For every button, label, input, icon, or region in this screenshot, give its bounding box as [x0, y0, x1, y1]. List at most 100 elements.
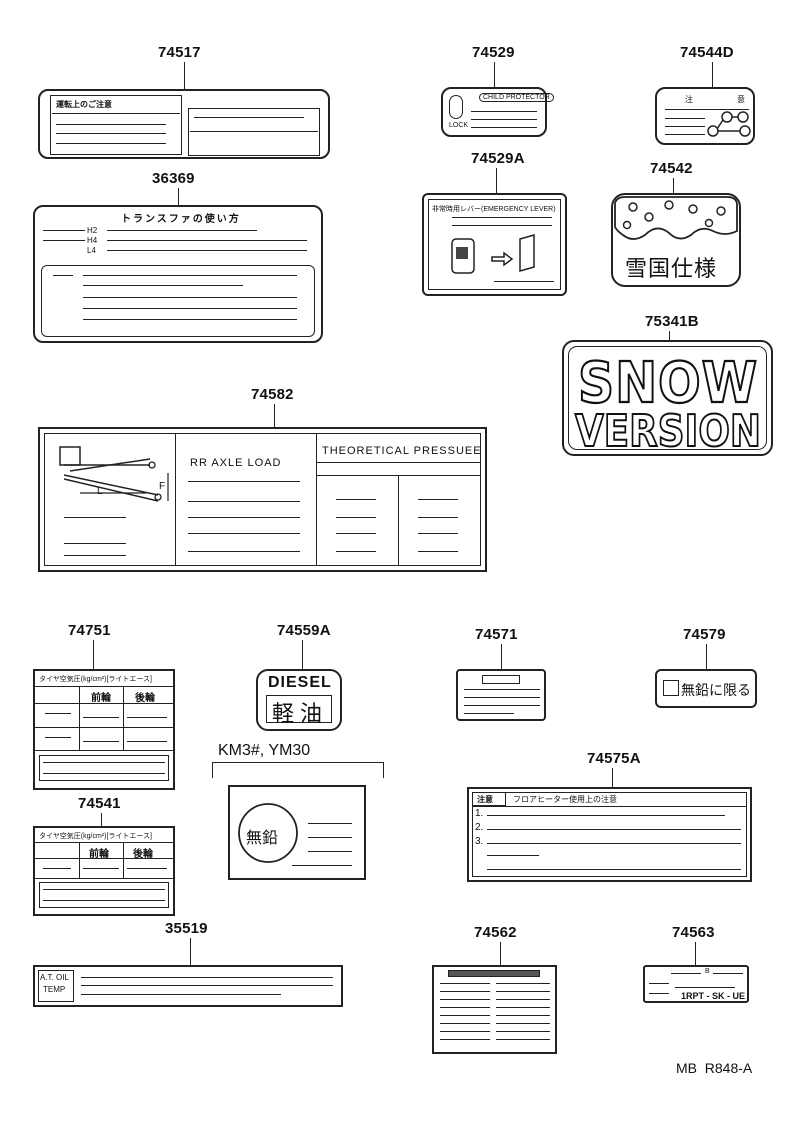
- label-36369: トランスファの使い方 H2 H4 L4: [33, 205, 323, 343]
- label-74517-title: 運転上のご注意: [56, 100, 112, 109]
- label-74563-b: 1RPT - SK - UE: [681, 991, 746, 1001]
- text-line: [45, 713, 71, 714]
- label-74541-title: タイヤ空気圧(kg/cm²)[ライトエース]: [39, 833, 152, 840]
- label-74579-text: 無鉛に限る: [681, 683, 751, 699]
- leader-line: [673, 178, 674, 194]
- text-line: [83, 868, 119, 869]
- text-line: [43, 230, 85, 231]
- label-74575A-n3: 3.: [475, 836, 484, 847]
- text-line: [81, 985, 333, 986]
- text-line: [487, 829, 741, 830]
- part-number-74571: 74571: [475, 626, 518, 643]
- divider: [472, 806, 747, 807]
- unleaded-circle-icon: [238, 803, 298, 863]
- label-35519-tag1: A.T. OIL: [40, 973, 69, 982]
- label-74517: 運転上のご注意: [38, 89, 330, 159]
- part-number-74517: 74517: [158, 44, 201, 61]
- text-line: [64, 517, 126, 518]
- text-line: [496, 983, 550, 984]
- text-line: [336, 551, 376, 552]
- text-line: [675, 987, 735, 988]
- leader-line: [706, 644, 707, 670]
- label-74582-col2: THEORETICAL PRESSUEE: [322, 445, 482, 457]
- label-74751-footer: [39, 755, 169, 781]
- text-line: [188, 551, 300, 552]
- leader-line: [101, 813, 102, 827]
- text-line: [418, 499, 458, 500]
- leader-line: [669, 331, 670, 341]
- label-74575A-sub: フロアヒーター使用上の注意: [513, 795, 617, 804]
- text-line: [665, 118, 705, 119]
- label-36369-h4: H4: [87, 236, 98, 245]
- divider: [175, 433, 176, 566]
- label-74751-title: タイヤ空気圧(kg/cm²)[ライトエース]: [39, 676, 152, 683]
- snow-pattern-icon: [614, 196, 738, 240]
- part-number-35519: 35519: [165, 920, 208, 937]
- part-number-36369: 36369: [152, 170, 195, 187]
- label-km3: 無鉛: [228, 785, 366, 880]
- label-74575A-title-box: [472, 792, 506, 806]
- label-74751-c2: 後輪: [135, 693, 155, 704]
- text-line: [107, 240, 307, 241]
- text-line: [127, 741, 167, 742]
- divider: [79, 686, 80, 750]
- label-74529A-inner: [428, 199, 561, 290]
- text-line: [440, 1015, 490, 1016]
- leader-line: [695, 942, 696, 966]
- leader-line: [494, 62, 495, 88]
- label-74529: LOCK CHILD PROTECTOR: [441, 87, 554, 137]
- text-line: [64, 543, 126, 544]
- text-line: [496, 1007, 550, 1008]
- label-74541-c1: 前輪: [89, 849, 109, 860]
- text-line: [336, 517, 376, 518]
- text-line: [56, 143, 166, 144]
- label-75341B-inner: [568, 346, 767, 450]
- text-line: [440, 999, 490, 1000]
- text-line: [188, 517, 300, 518]
- text-line: [487, 843, 741, 844]
- label-74751-c1: 前輪: [91, 693, 111, 704]
- label-74529A-title: 非常時用レバー(EMERGENCY LEVER): [432, 206, 556, 213]
- divider: [35, 686, 173, 687]
- label-75341B-line1: SNOW: [578, 351, 758, 416]
- text-line: [418, 517, 458, 518]
- text-line: [127, 868, 167, 869]
- part-number-74562: 74562: [474, 924, 517, 941]
- bracket: [383, 762, 384, 778]
- leader-line: [178, 188, 179, 206]
- label-36369-inner-panel: [41, 265, 315, 337]
- label-74559A-bottom: 軽油: [272, 702, 329, 727]
- label-74582-f: F: [159, 481, 166, 492]
- divider: [398, 475, 399, 566]
- text-line: [665, 126, 705, 127]
- text-line: [83, 741, 119, 742]
- divider: [35, 878, 173, 879]
- label-74563: B 1RPT - SK - UE: [643, 965, 749, 1003]
- text-line: [83, 308, 297, 309]
- divider: [35, 842, 173, 843]
- leader-line: [274, 404, 275, 428]
- part-number-74582: 74582: [251, 386, 294, 403]
- label-74582: F L RR AXLE LOAD THEORETICAL PRESSUEE: [38, 427, 487, 572]
- text-line: [81, 994, 281, 995]
- text-line: [452, 225, 552, 226]
- leader-line: [501, 644, 502, 670]
- label-74517-left-panel: [50, 95, 182, 155]
- text-line: [713, 973, 743, 974]
- label-74544D: 注 意: [655, 87, 755, 145]
- text-line: [496, 1015, 550, 1016]
- checkbox-icon: [663, 680, 679, 696]
- text-line: [487, 815, 725, 816]
- text-line: [292, 865, 352, 866]
- label-35519-tag: [38, 970, 74, 1002]
- label-36369-h2: H2: [87, 226, 98, 235]
- text-line: [52, 113, 180, 114]
- label-74541-c2: 後輪: [133, 849, 153, 860]
- text-line: [45, 737, 71, 738]
- text-line: [83, 285, 243, 286]
- label-74751: タイヤ空気圧(kg/cm²)[ライトエース] 前輪 後輪: [33, 669, 175, 790]
- text-line: [43, 889, 165, 890]
- part-number-74542: 74542: [650, 160, 693, 177]
- text-line: [649, 993, 669, 994]
- text-line: [418, 533, 458, 534]
